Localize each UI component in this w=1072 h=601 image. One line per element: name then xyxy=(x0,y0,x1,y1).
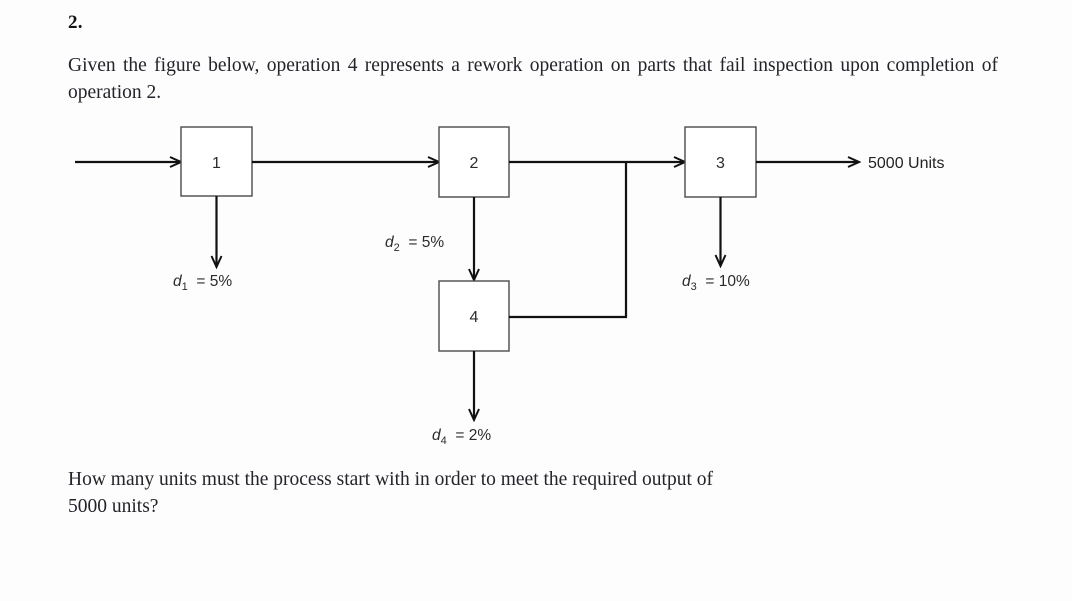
question-intro-text: Given the figure below, operation 4 repr… xyxy=(68,55,998,103)
node-op3-box xyxy=(684,126,757,198)
question-number: 2. xyxy=(68,12,83,33)
edge-op4-return-to-op3 xyxy=(509,162,628,319)
node-op1-label: 1 xyxy=(212,155,221,172)
question-outro-line1: How many units must the process start wi… xyxy=(68,469,713,490)
defect-label-d4: d4 = 2% xyxy=(432,427,491,447)
node-op4-box xyxy=(438,280,510,352)
node-op1-box xyxy=(180,126,253,197)
node-op4-label: 4 xyxy=(470,309,479,326)
defect-label-d1: d1 = 5% xyxy=(173,273,232,293)
defect-label-d3: d3 = 10% xyxy=(682,273,750,293)
defect-label-d2: d2 = 5% xyxy=(385,234,444,254)
output-units-label: 5000 Units xyxy=(868,155,945,172)
node-op2-label: 2 xyxy=(470,155,479,172)
node-op2-box xyxy=(438,126,510,198)
question-outro-line2: 5000 units? xyxy=(68,496,159,517)
node-op3-label: 3 xyxy=(716,155,725,172)
question-outro-text: How many units must the process start wi… xyxy=(68,466,1006,520)
